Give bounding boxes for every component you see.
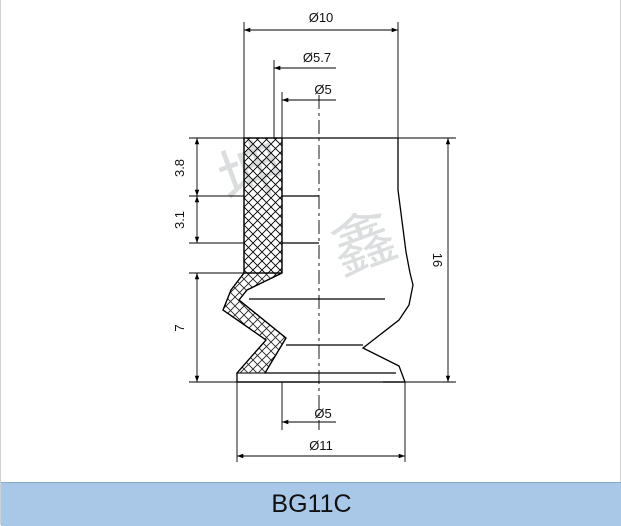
dim-height-bellows-label: 7 — [172, 324, 187, 331]
model-caption-bar: BG11C — [1, 482, 621, 526]
dim-total-height — [398, 137, 456, 383]
dim-bottom-inner-label: Ø5 — [314, 406, 331, 421]
dim-inner — [281, 92, 336, 138]
dim-mid — [273, 60, 336, 138]
technical-drawing: 坤 鑫 — [172, 10, 456, 462]
dim-left-heights — [189, 137, 244, 383]
dim-inner-label: Ø5 — [314, 82, 331, 97]
dim-height-top-label: 3.8 — [172, 159, 187, 177]
dim-height-mid-label: 3.1 — [172, 211, 187, 229]
dim-top-outer-label: Ø10 — [309, 10, 334, 25]
dim-total-height-label: 16 — [430, 253, 445, 267]
dim-mid-label: Ø5.7 — [303, 50, 331, 65]
dim-bottom-outer — [236, 382, 406, 462]
dim-bottom-inner — [281, 382, 336, 430]
dim-bottom-outer-label: Ø11 — [309, 438, 333, 453]
hatched-bellow-section — [222, 272, 287, 374]
dim-top-outer — [243, 22, 399, 138]
hatched-wall-section — [243, 137, 283, 274]
watermark: 坤 鑫 — [209, 129, 406, 290]
watermark-char-2: 鑫 — [321, 199, 406, 290]
model-name: BG11C — [271, 490, 352, 518]
